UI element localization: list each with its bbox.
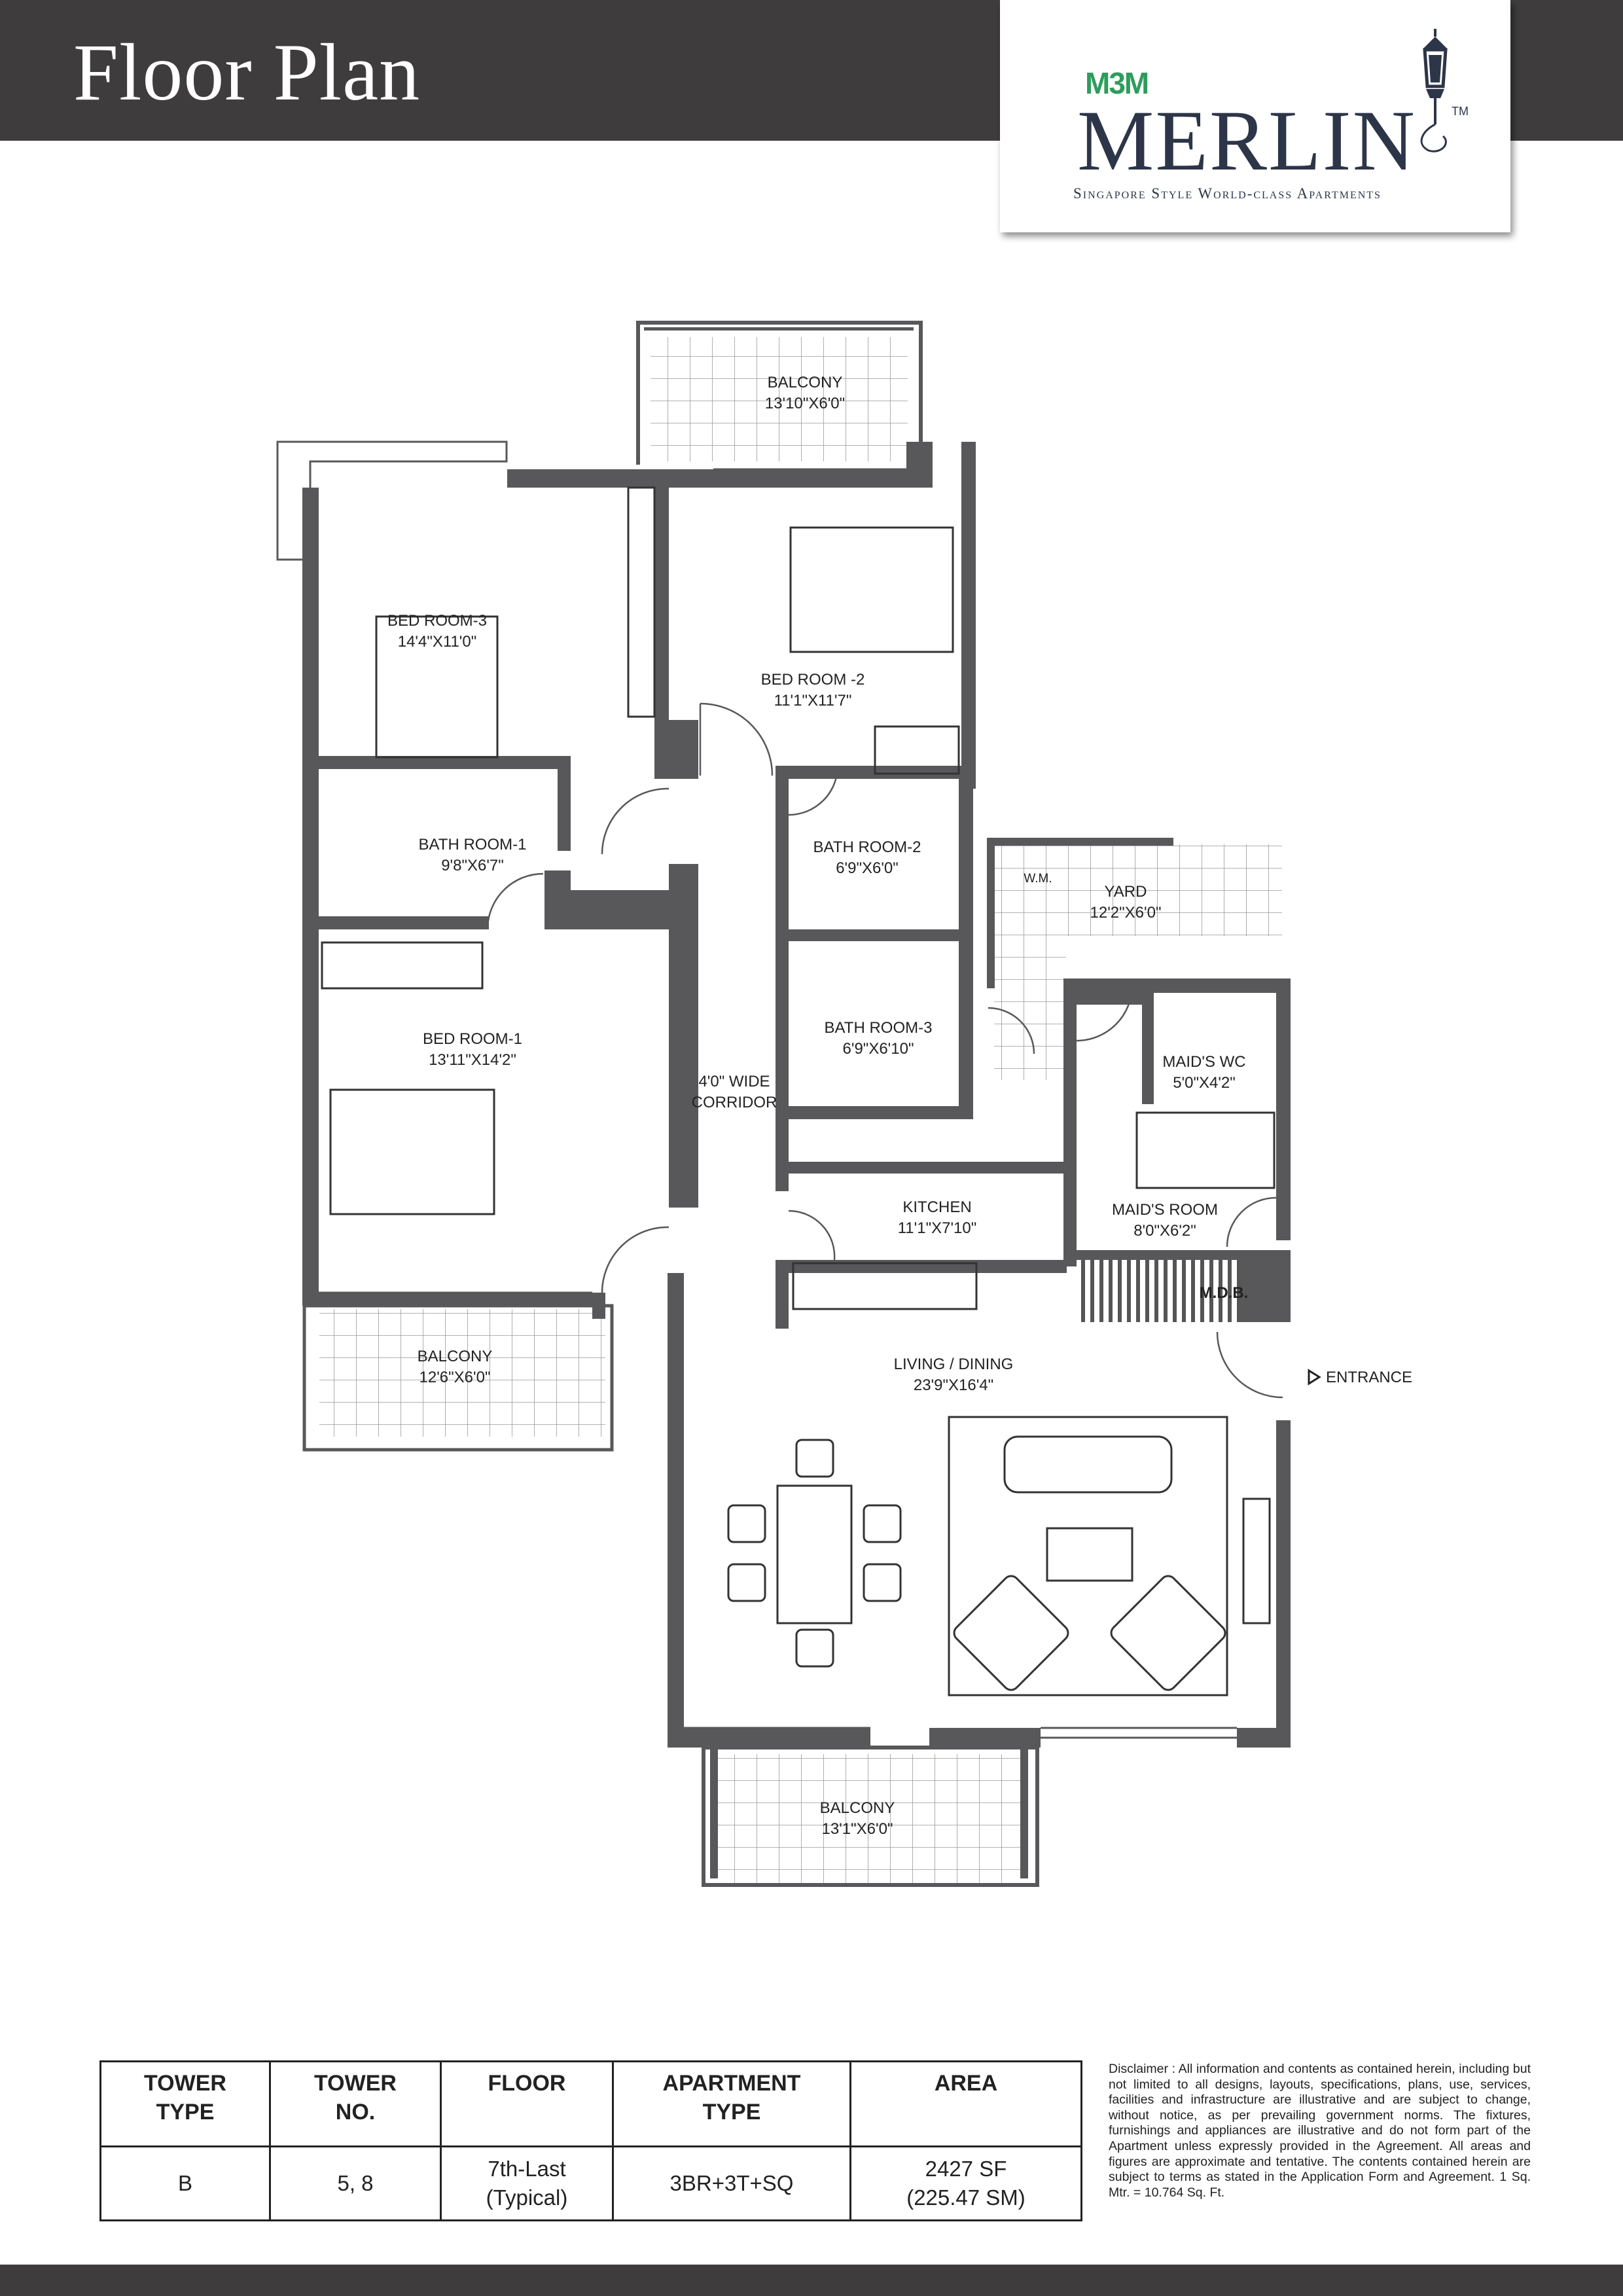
living-furniture	[727, 1262, 1271, 1696]
room-name-bed3: BED ROOM-3	[387, 612, 487, 630]
walls	[276, 321, 1291, 1887]
room-name-balcony-bottom: BALCONY	[820, 1799, 895, 1817]
cell-tower-type: B	[99, 2145, 271, 2221]
room-labels: BALCONY 13'10"X6'0" BED ROOM-3 14'4"X11'…	[387, 374, 1412, 1838]
brand-name: MERLIN	[1077, 92, 1416, 188]
room-name-bed1: BED ROOM-1	[423, 1030, 522, 1048]
brand-logo-card: M3M MERLIN TM Singapore Style World-clas…	[1000, 0, 1510, 232]
beds	[329, 526, 1275, 1215]
room-size-balcony-bottom: 13'1"X6'0"	[822, 1820, 893, 1838]
entrance-arrow-icon	[1308, 1369, 1321, 1386]
cell-area: 2427 SF(225.47 SM)	[849, 2145, 1082, 2221]
room-size-balcony-left: 12'6"X6'0"	[419, 1369, 491, 1386]
lamp-post-icon	[1420, 29, 1448, 152]
brand-prefix: M3M	[1085, 66, 1149, 100]
room-name-balcony-top: BALCONY	[768, 374, 843, 391]
spec-table-row: B 5, 8 7th-Last(Typical) 3BR+3T+SQ 2427 …	[99, 2145, 1082, 2221]
room-name-kitchen: KITCHEN	[902, 1198, 971, 1216]
room-name-bed2: BED ROOM -2	[761, 671, 865, 689]
doors	[486, 702, 1283, 1399]
room-size-kitchen: 11'1"X7'10"	[898, 1219, 977, 1237]
header-area: AREA	[849, 2060, 1082, 2147]
windows	[319, 468, 1237, 1739]
room-size-yard: 12'2"X6'0"	[1090, 904, 1162, 922]
mdb-label: M.D.B.	[1200, 1284, 1249, 1302]
room-name-bath2: BATH ROOM-2	[813, 838, 921, 856]
room-size-maids-wc: 5'0"X4'2"	[1173, 1074, 1236, 1092]
room-size-bath2: 6'9"X6'0"	[836, 859, 899, 877]
cell-floor: 7th-Last(Typical)	[440, 2145, 614, 2221]
trademark-mark: TM	[1452, 105, 1469, 118]
room-name-bath3: BATH ROOM-3	[825, 1019, 933, 1037]
header-floor: FLOOR	[440, 2060, 614, 2147]
room-size-maids-room: 8'0"X6'2"	[1133, 1222, 1196, 1240]
corridor-label-line2: CORRIDOR	[692, 1094, 777, 1111]
room-name-maids-wc: MAID'S WC	[1162, 1053, 1245, 1071]
disclaimer-text: Disclaimer : All information and content…	[1109, 2062, 1531, 2200]
room-size-living: 23'9"X16'4"	[914, 1376, 993, 1394]
room-size-bed3: 14'4"X11'0"	[398, 633, 477, 651]
room-size-bed1: 13'11"X14'2"	[429, 1051, 516, 1069]
room-name-living: LIVING / DINING	[894, 1355, 1014, 1373]
room-size-bath3: 6'9"X6'10"	[843, 1040, 914, 1058]
wardrobes	[321, 486, 960, 990]
page-title: Floor Plan	[73, 27, 421, 117]
washing-machine-label: W.M.	[1024, 872, 1052, 886]
tiled-areas	[319, 337, 1282, 1883]
corridor-label-line1: 4'0" WIDE	[698, 1073, 770, 1090]
room-name-balcony-left: BALCONY	[418, 1348, 493, 1365]
footer-bar	[0, 2265, 1623, 2296]
room-name-yard: YARD	[1105, 883, 1147, 901]
cell-apartment-type: 3BR+3T+SQ	[612, 2145, 851, 2221]
room-name-bath1: BATH ROOM-1	[419, 836, 527, 853]
room-size-balcony-top: 13'10"X6'0"	[765, 395, 845, 412]
cell-tower-no: 5, 8	[269, 2145, 442, 2221]
room-size-bath1: 9'8"X6'7"	[441, 857, 504, 874]
entrance-label: ENTRANCE	[1326, 1369, 1412, 1386]
room-name-maids-room: MAID'S ROOM	[1112, 1201, 1218, 1219]
room-size-bed2: 11'1"X11'7"	[774, 692, 852, 709]
brand-tagline: Singapore Style World-class Apartments	[1073, 185, 1382, 202]
